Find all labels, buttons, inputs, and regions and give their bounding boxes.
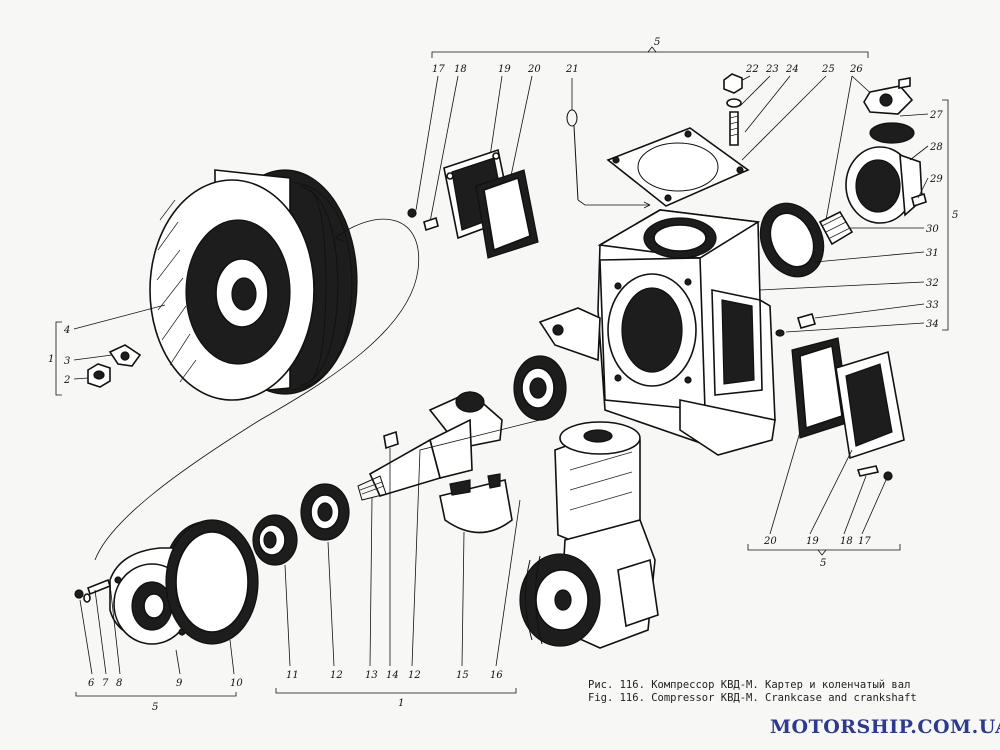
callout-16: 16 xyxy=(490,670,503,681)
site-watermark: MOTORSHIP.COM.UA xyxy=(770,716,1000,738)
callout-21: 21 xyxy=(565,64,579,75)
crankcase xyxy=(538,209,776,456)
callout-5-top: 5 xyxy=(654,37,660,48)
nut-6 xyxy=(74,589,84,599)
callout-9: 9 xyxy=(176,678,183,689)
callout-32: 32 xyxy=(926,278,939,289)
callout-3-left: 3 xyxy=(64,356,70,367)
right-callouts: 5 27 28 29 30 31 32 33 34 xyxy=(759,99,958,333)
callout-29: 29 xyxy=(929,174,943,185)
nut-17-top xyxy=(407,208,417,218)
stud-18-top xyxy=(423,216,439,232)
callout-25: 25 xyxy=(821,64,835,75)
callout-18-bottom: 18 xyxy=(840,536,853,547)
crankshaft xyxy=(357,391,503,501)
callout-6: 6 xyxy=(88,678,95,689)
callout-12-left: 12 xyxy=(330,670,343,681)
nut-17-bottom xyxy=(883,471,893,481)
gasket-top xyxy=(475,169,539,259)
washer-8 xyxy=(83,593,91,603)
pulley-mount-arrow xyxy=(94,218,420,561)
callout-2-left: 2 xyxy=(63,375,70,386)
counterweight-15 xyxy=(439,473,513,534)
callout-18-top: 18 xyxy=(454,64,467,75)
bracket-group-5-top: 5 xyxy=(431,37,869,58)
callout-27: 27 xyxy=(929,110,943,121)
oil-seal-11 xyxy=(252,514,298,566)
washer-23 xyxy=(726,98,742,108)
cylinder-gasket xyxy=(606,127,750,207)
callout-1-left: 1 xyxy=(48,354,54,365)
callout-34: 34 xyxy=(926,319,939,330)
callout-4-left: 4 xyxy=(63,325,70,336)
bearing-left xyxy=(300,483,350,541)
bracket-group-5-bottom-right: 5 20 19 18 17 xyxy=(747,431,901,569)
stud-24 xyxy=(729,111,739,146)
callout-7: 7 xyxy=(102,678,109,689)
oil-seal-ring xyxy=(759,202,825,278)
pulley xyxy=(149,169,358,401)
callout-10: 10 xyxy=(230,678,243,689)
callout-26: 26 xyxy=(849,64,863,75)
side-cover-right xyxy=(791,337,905,460)
nut-22 xyxy=(723,73,743,94)
callout-12-right: 12 xyxy=(408,670,421,681)
callout-30: 30 xyxy=(926,224,939,235)
callout-20-top: 20 xyxy=(527,64,541,75)
assembled-compressor xyxy=(519,421,659,649)
bearing-right xyxy=(513,355,567,421)
figure-caption-english: Fig. 116. Compressor КВД-М. Crankcase an… xyxy=(588,692,917,704)
callout-5-bottom-left: 5 xyxy=(152,702,158,713)
nut-left xyxy=(87,363,111,388)
stud-7 xyxy=(87,578,111,596)
bottom-callouts: 6 7 8 9 10 11 12 13 14 12 15 16 5 1 xyxy=(75,419,541,713)
callout-8: 8 xyxy=(116,678,122,689)
callout-22: 22 xyxy=(745,64,759,75)
left-callouts: 1 4 3 2 xyxy=(48,304,166,396)
cover-gasket xyxy=(165,519,259,645)
callout-17-bottom: 17 xyxy=(858,536,871,547)
lock-washer xyxy=(108,344,142,367)
figure-caption-russian: Рис. 116. Компрессор КВД-М. Картер и кол… xyxy=(588,679,911,691)
callout-14: 14 xyxy=(386,670,399,681)
callout-23: 23 xyxy=(765,64,779,75)
callout-13: 13 xyxy=(365,670,378,681)
callout-33: 33 xyxy=(926,300,939,311)
callout-19-top: 19 xyxy=(498,64,511,75)
head-parts xyxy=(818,77,927,246)
callout-5-bottom-right: 5 xyxy=(820,558,826,569)
callout-31: 31 xyxy=(926,248,939,259)
washer-34 xyxy=(775,329,785,337)
callout-15: 15 xyxy=(456,670,469,681)
plug-33 xyxy=(797,313,816,329)
callout-5-right: 5 xyxy=(952,210,958,221)
callout-20-bottom: 20 xyxy=(763,536,777,547)
callout-11: 11 xyxy=(286,670,299,681)
callout-28: 28 xyxy=(929,142,943,153)
top-callouts: 17 18 19 20 21 22 23 24 25 26 xyxy=(415,64,879,223)
callout-24: 24 xyxy=(785,64,799,75)
callout-1-bottom: 1 xyxy=(398,698,404,709)
stud-18-bottom xyxy=(856,465,880,477)
callout-17-top: 17 xyxy=(432,64,445,75)
dipstick xyxy=(566,78,651,209)
callout-19-bottom: 19 xyxy=(806,536,819,547)
